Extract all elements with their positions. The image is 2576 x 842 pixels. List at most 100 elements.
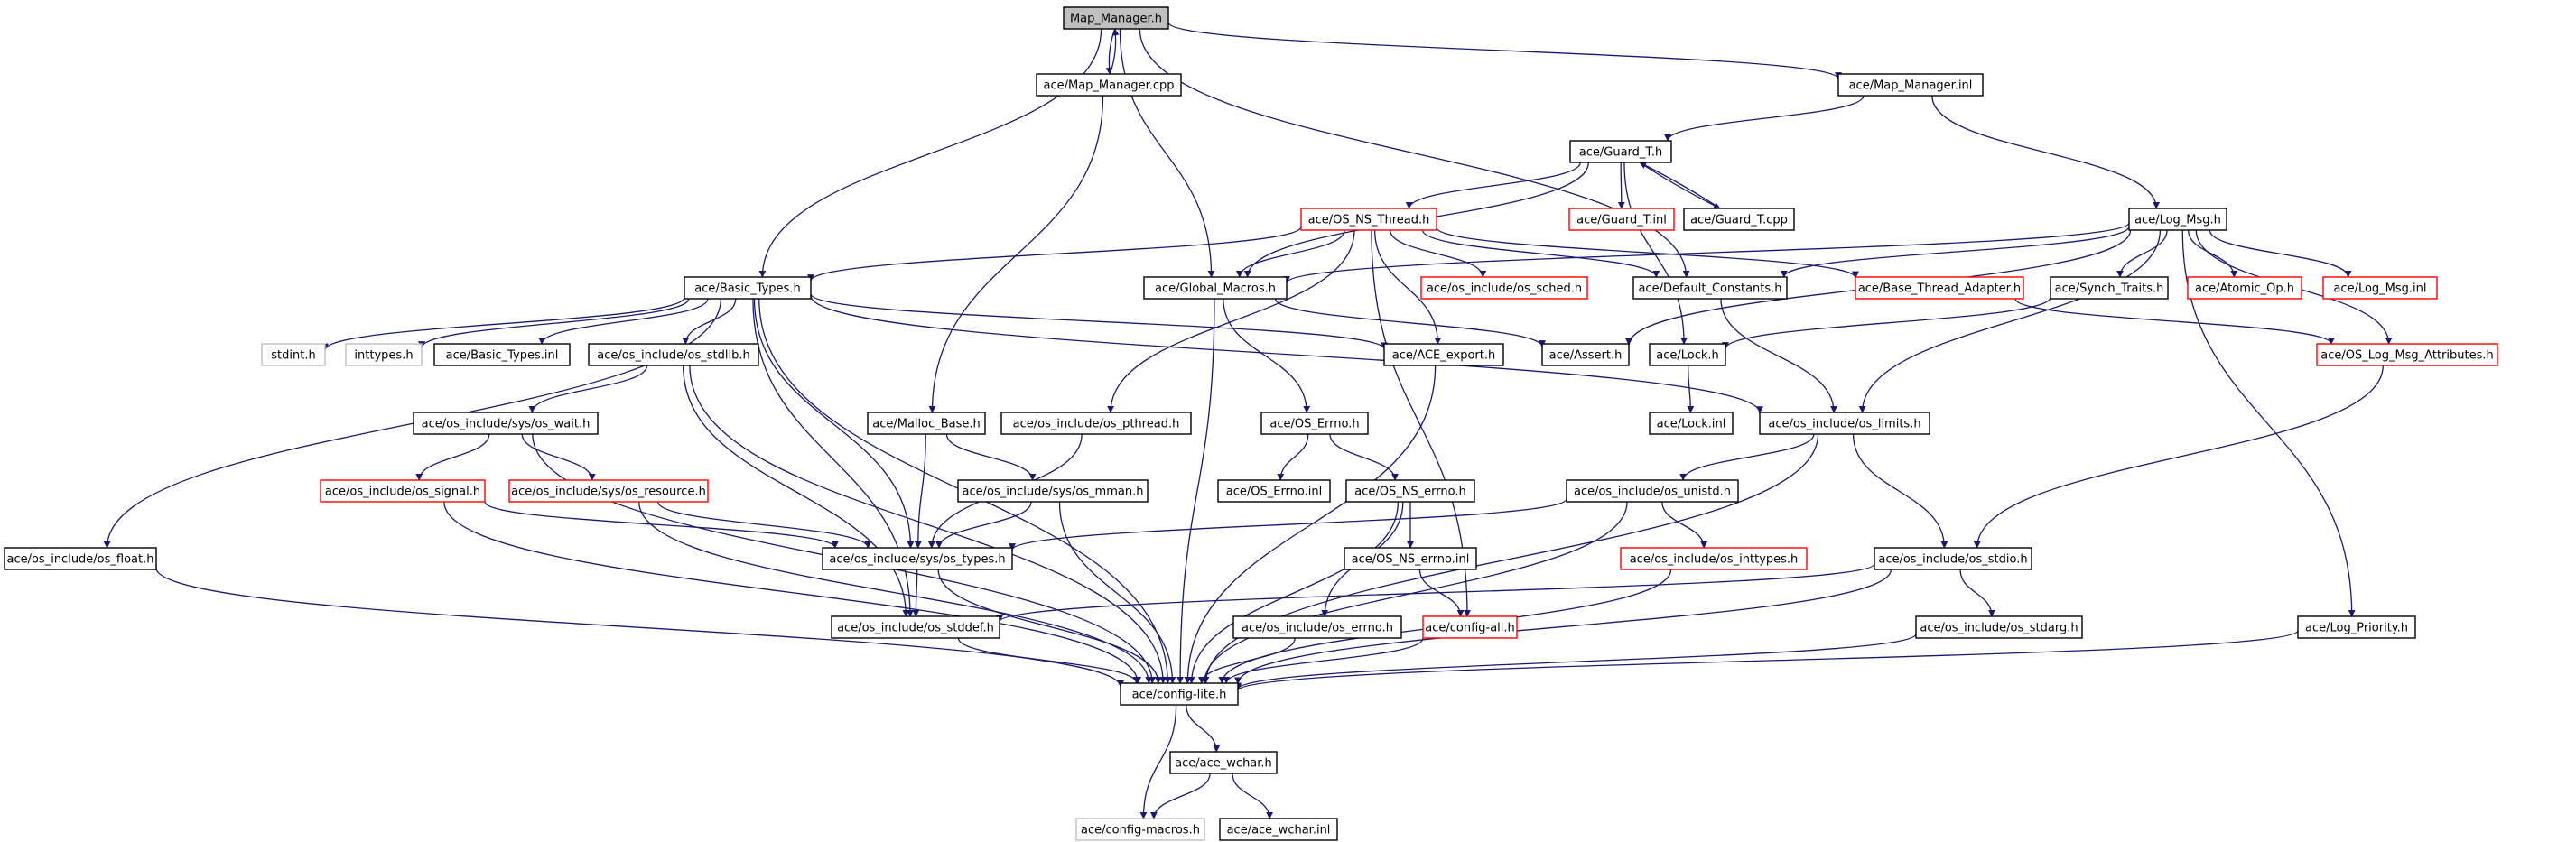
node-box bbox=[345, 343, 423, 366]
node-os-signal-h[interactable]: ace/os_include/os_signal.h bbox=[320, 479, 486, 503]
node-map-manager-inl[interactable]: ace/Map_Manager.inl bbox=[1837, 73, 1984, 97]
node-global-macros-h[interactable]: ace/Global_Macros.h bbox=[1143, 276, 1288, 300]
node-label: ace/os_include/sys/os_wait.h bbox=[422, 418, 591, 431]
node-malloc-base-h[interactable]: ace/Malloc_Base.h bbox=[867, 412, 986, 435]
edge-os_stdio_h-to-os_stdarg_h bbox=[1959, 569, 1995, 617]
edge-os_types_h-to-config_lite_h bbox=[937, 569, 1162, 684]
node-label: ace/Assert.h bbox=[1549, 349, 1623, 363]
node-ace-export-h[interactable]: ace/ACE_export.h bbox=[1383, 343, 1504, 366]
edge-log_priority_h-to-config_lite_h bbox=[1234, 630, 2299, 692]
node-log-priority-h[interactable]: ace/Log_Priority.h bbox=[2297, 615, 2416, 639]
node-os-stdarg-h[interactable]: ace/os_include/os_stdarg.h bbox=[1915, 615, 2083, 639]
node-os-stddef-h[interactable]: ace/os_include/os_stddef.h bbox=[831, 615, 1000, 639]
edge-os_ns_errno_h-to-config_lite_h bbox=[1187, 501, 1399, 684]
edge-ace_export_h-to-config_lite_h bbox=[1184, 365, 1437, 684]
node-box bbox=[831, 615, 1000, 639]
node-label: ace/os_include/os_float.h bbox=[6, 553, 153, 567]
node-os-sched-h[interactable]: ace/os_include/os_sched.h bbox=[1420, 276, 1588, 300]
node-map-manager-h[interactable]: Map_Manager.h bbox=[1063, 6, 1169, 30]
node-base-thread-adapter-h[interactable]: ace/Base_Thread_Adapter.h bbox=[1855, 276, 2024, 300]
node-guard-t-h[interactable]: ace/Guard_T.h bbox=[1569, 140, 1672, 163]
edge-map_manager_h-to-global_macros_h bbox=[1119, 28, 1215, 278]
node-os-resource-h[interactable]: ace/os_include/sys/os_resource.h bbox=[508, 479, 709, 503]
node-label: ace/config-all.h bbox=[1425, 622, 1515, 635]
node-default-constants-h[interactable]: ace/Default_Constants.h bbox=[1632, 276, 1788, 300]
node-os-ns-errno-inl[interactable]: ace/OS_NS_errno.inl bbox=[1344, 547, 1477, 570]
edge-ace_wchar_h-to-ace_wchar_inl bbox=[1232, 773, 1274, 819]
node-box bbox=[1169, 751, 1278, 774]
node-label: ace/os_include/os_stddef.h bbox=[837, 622, 994, 635]
node-label: ace/Global_Macros.h bbox=[1155, 282, 1276, 296]
node-os-errno-lower-h[interactable]: ace/os_include/os_errno.h bbox=[1232, 615, 1402, 639]
node-config-lite-h[interactable]: ace/config-lite.h bbox=[1120, 682, 1239, 706]
edge-log_msg_h-to-log_priority_h bbox=[2181, 229, 2356, 617]
edge-synch_traits_h-to-lock_h bbox=[1722, 297, 2051, 350]
node-guard-t-inl[interactable]: ace/Guard_T.inl bbox=[1568, 208, 1675, 231]
node-os-pthread-h[interactable]: ace/os_include/os_pthread.h bbox=[1000, 412, 1192, 435]
edge-os_ns_thread_h-to-basic_types_h bbox=[807, 226, 1302, 282]
node-label: ace/ace_wchar.h bbox=[1175, 757, 1272, 771]
node-box bbox=[1874, 547, 2032, 570]
node-label: ace/os_include/os_sched.h bbox=[1427, 282, 1582, 296]
node-log-msg-h[interactable]: ace/Log_Msg.h bbox=[2128, 208, 2227, 231]
node-map-manager-cpp[interactable]: ace/Map_Manager.cpp bbox=[1036, 73, 1182, 97]
node-basic-types-h[interactable]: ace/Basic_Types.h bbox=[684, 276, 812, 300]
node-os-float-h[interactable]: ace/os_include/os_float.h bbox=[4, 547, 157, 570]
node-os-stdio-h[interactable]: ace/os_include/os_stdio.h bbox=[1874, 547, 2032, 570]
node-config-macros-h[interactable]: ace/config-macros.h bbox=[1075, 818, 1205, 841]
node-label: ace/OS_Log_Msg_Attributes.h bbox=[2320, 349, 2493, 363]
node-box bbox=[508, 479, 709, 503]
node-os-wait-h[interactable]: ace/os_include/sys/os_wait.h bbox=[413, 412, 599, 435]
edge-os_unistd_h-to-os_inttypes_h bbox=[1661, 501, 1708, 549]
node-lock-h[interactable]: ace/Lock.h bbox=[1649, 343, 1726, 366]
edge-basic_types_h-to-os_limits_h bbox=[810, 295, 1763, 414]
node-basic-types-inl[interactable]: ace/Basic_Types.inl bbox=[433, 343, 571, 366]
node-inttypes-h[interactable]: inttypes.h bbox=[345, 343, 423, 366]
node-box bbox=[261, 343, 326, 366]
edge-os_unistd_h-to-config_lite_h bbox=[1200, 501, 1628, 684]
node-guard-t-cpp[interactable]: ace/Guard_T.cpp bbox=[1683, 208, 1795, 231]
node-assert-h[interactable]: ace/Assert.h bbox=[1541, 343, 1630, 366]
node-box bbox=[1569, 140, 1672, 163]
node-ace-wchar-inl[interactable]: ace/ace_wchar.inl bbox=[1219, 818, 1338, 841]
node-label: ace/os_include/sys/os_types.h bbox=[829, 553, 1005, 567]
node-os-limits-h[interactable]: ace/os_include/os_limits.h bbox=[1759, 412, 1930, 435]
node-os-log-msg-attributes-h[interactable]: ace/OS_Log_Msg_Attributes.h bbox=[2316, 343, 2498, 366]
node-label: ace/ACE_export.h bbox=[1392, 349, 1495, 363]
node-os-ns-thread-h[interactable]: ace/OS_NS_Thread.h bbox=[1300, 208, 1437, 231]
node-label: ace/os_include/os_stdio.h bbox=[1878, 553, 2027, 567]
node-log-msg-inl[interactable]: ace/Log_Msg.inl bbox=[2322, 276, 2438, 300]
node-os-types-h[interactable]: ace/os_include/sys/os_types.h bbox=[822, 547, 1013, 570]
node-ace-wchar-h[interactable]: ace/ace_wchar.h bbox=[1169, 751, 1278, 774]
node-atomic-op-h[interactable]: ace/Atomic_Op.h bbox=[2187, 276, 2302, 300]
node-os-ns-errno-h[interactable]: ace/OS_NS_errno.h bbox=[1345, 479, 1475, 503]
node-config-all-h[interactable]: ace/config-all.h bbox=[1422, 615, 1518, 639]
node-os-inttypes-h[interactable]: ace/os_include/os_inttypes.h bbox=[1620, 547, 1808, 570]
edge-config_lite_h-to-ace_wchar_h bbox=[1186, 704, 1221, 753]
node-box bbox=[1422, 615, 1518, 639]
edge-ace_wchar_h-to-config_macros_h bbox=[1149, 773, 1211, 819]
node-os-stdlib-h[interactable]: ace/os_include/os_stdlib.h bbox=[588, 343, 759, 366]
node-os-mman-h[interactable]: ace/os_include/sys/os_mman.h bbox=[957, 479, 1149, 503]
node-lock-inl[interactable]: ace/Lock.inl bbox=[1649, 412, 1734, 435]
edge-os_ns_thread_h-to-default_constants_h bbox=[1422, 229, 1660, 278]
node-box bbox=[822, 547, 1013, 570]
edge-os_unistd_h-to-os_types_h bbox=[1009, 498, 1567, 551]
edge-os_mman_h-to-os_types_h bbox=[935, 501, 1032, 549]
node-box bbox=[2187, 276, 2302, 300]
edge-os_errno_cap_h-to-os_errno_inl bbox=[1277, 433, 1309, 481]
node-os-errno-inl[interactable]: ace/OS_Errno.inl bbox=[1217, 479, 1331, 503]
edge-basic_types_h-to-stdint_h bbox=[321, 297, 685, 351]
node-os-errno-cap-h[interactable]: ace/OS_Errno.h bbox=[1260, 412, 1369, 435]
node-label: ace/os_include/os_inttypes.h bbox=[1630, 553, 1799, 567]
node-synch-traits-h[interactable]: ace/Synch_Traits.h bbox=[2050, 276, 2169, 300]
node-os-unistd-h[interactable]: ace/os_include/os_unistd.h bbox=[1566, 479, 1739, 503]
node-box bbox=[2128, 208, 2227, 231]
node-box bbox=[1568, 208, 1675, 231]
node-box bbox=[1075, 818, 1205, 841]
edge-basic_types_h-to-inttypes_h bbox=[418, 298, 690, 349]
node-label: ace/os_include/os_stdlib.h bbox=[597, 349, 749, 363]
node-stdint-h[interactable]: stdint.h bbox=[261, 343, 326, 366]
node-label: ace/os_include/os_signal.h bbox=[325, 486, 480, 499]
